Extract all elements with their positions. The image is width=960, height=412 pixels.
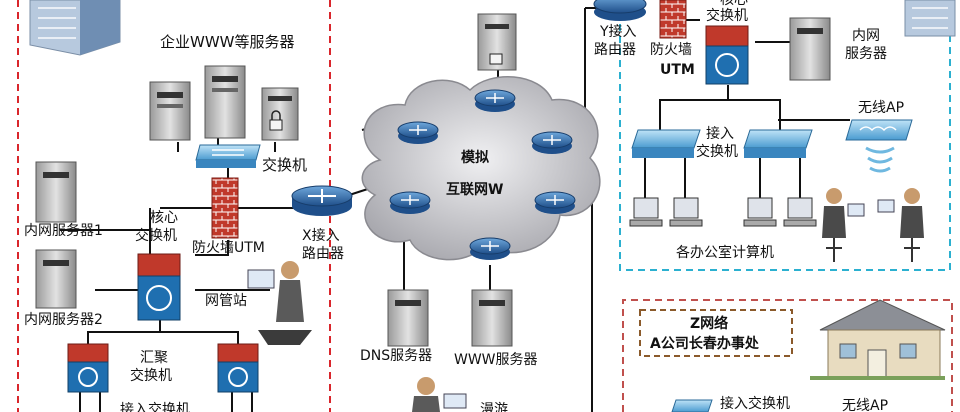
aggregation-label-line2: 交换机 [130,368,172,384]
office-building-icon [904,0,956,37]
wireless-ap-icon [845,119,913,173]
person-at-laptop-icon [412,377,467,412]
router-icon [291,185,353,216]
access-switch-icon [743,129,813,158]
router-icon [397,121,439,144]
firewall-utm-label: 防火墙UTM [192,240,265,256]
office-building-icon [29,0,121,56]
core-switch-icon [137,253,181,321]
secure-server-icon [261,87,299,141]
nms-station-label: 网管站 [205,293,247,309]
router-icon [474,89,516,112]
right-zone-border [619,0,951,271]
switch-label: 交换机 [262,156,308,174]
wireless-ap-label: 无线AP [858,100,905,116]
server-icon [204,65,246,139]
www-server-label: WWW服务器 [454,352,538,368]
dns-server-icon [387,289,429,347]
server-icon [789,17,831,81]
z-branch-office-label: A公司长春办事处 [650,336,759,352]
firewall-icon [211,177,239,239]
www-server-icon [471,289,513,347]
z-access-switch-label: 接入交换机 [720,396,790,412]
x-router-label-line2: 路由器 [302,246,344,262]
z-network-label-box [639,309,793,357]
person-at-laptop-icon [247,261,312,345]
access-switch-icon [671,399,713,412]
dns-server-label: DNS服务器 [360,348,433,364]
intranet-right-label-line1: 内网 [852,28,880,44]
desktop-computer-icon [629,197,663,227]
firewall-right-label-line1: 防火墙 [650,42,692,58]
desktop-computer-icon [743,197,777,227]
secure-server-icon [477,13,517,71]
router-icon [534,191,576,214]
right-core-switch-label-line2: 交换机 [706,8,748,24]
intranet-server-2-label: 内网服务器2 [24,312,103,328]
server-icon [35,161,77,223]
access-switch-label-line2: 交换机 [696,144,738,160]
switch-icon [195,144,261,168]
enterprise-servers-label: 企业WWW等服务器 [160,33,295,51]
y-router-label-line1: Y接入 [600,24,637,40]
router-icon [469,237,511,260]
router-icon [389,191,431,214]
firewall-icon [659,0,687,39]
z-network-label: Z网络 [690,316,729,332]
intranet-right-label-line2: 服务器 [845,46,887,62]
core-switch-label-line2: 交换机 [135,228,177,244]
router-icon [531,131,573,154]
right-core-switch-label-line1: 核心 [720,0,748,8]
z-wireless-ap-label: 无线AP [842,398,889,412]
router-icon [593,0,647,21]
internet-label-line2: 互联网W [446,182,504,198]
aggregation-switch-icon [217,343,259,393]
access-switch-label-line1: 接入 [706,126,734,142]
office-pcs-label: 各办公室计算机 [676,245,774,261]
access-switch-icon [631,129,701,158]
bottom-roaming-label: 漫游 [480,402,508,412]
aggregation-label-line1: 汇聚 [140,350,168,366]
access-switch-cut-label: 接入交换机 [120,402,190,412]
server-icon [35,249,77,309]
core-switch-label-line1: 核心 [150,210,178,226]
aggregation-switch-icon [67,343,109,393]
server-icon [149,81,191,141]
internet-label-line1: 模拟 [461,150,489,166]
branch-office-house-icon [810,299,946,380]
wireless-user-icon [877,188,924,262]
firewall-right-label-line2: UTM [660,62,695,78]
y-router-label-line2: 路由器 [594,42,636,58]
z-zone-border [622,299,953,412]
core-switch-icon [705,25,749,85]
intranet-server-1-label: 内网服务器1 [24,223,103,239]
wireless-user-icon [822,188,865,262]
x-router-label-line1: X接入 [302,228,340,244]
desktop-computer-icon [669,197,703,227]
desktop-computer-icon [783,197,817,227]
